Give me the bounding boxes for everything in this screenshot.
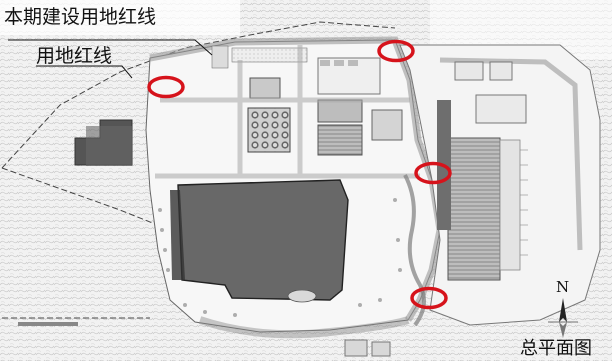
landscape-stream <box>403 174 426 327</box>
marker-north-gate <box>377 39 415 63</box>
east-building <box>447 137 501 281</box>
main-hall <box>177 179 349 301</box>
leader-line-land <box>36 65 133 79</box>
north-block-1 <box>249 77 281 99</box>
north-letter: N <box>556 278 570 296</box>
marker-northwest <box>147 75 185 99</box>
parking-lot <box>231 47 308 63</box>
marker-east <box>414 161 452 185</box>
treatment-tanks <box>247 107 291 153</box>
marker-southeast <box>410 286 448 310</box>
label-this-phase-boundary: 本期建设用地红线 <box>4 6 157 28</box>
label-land-boundary: 用地红线 <box>36 45 113 67</box>
plan-title: 总平面图 <box>520 338 592 359</box>
perimeter-road <box>149 36 444 322</box>
north-arrow-icon <box>548 298 578 338</box>
leader-line-phase <box>8 39 213 56</box>
marker-group <box>147 39 452 310</box>
north-block-3 <box>371 109 403 141</box>
internal-roads <box>155 45 420 179</box>
